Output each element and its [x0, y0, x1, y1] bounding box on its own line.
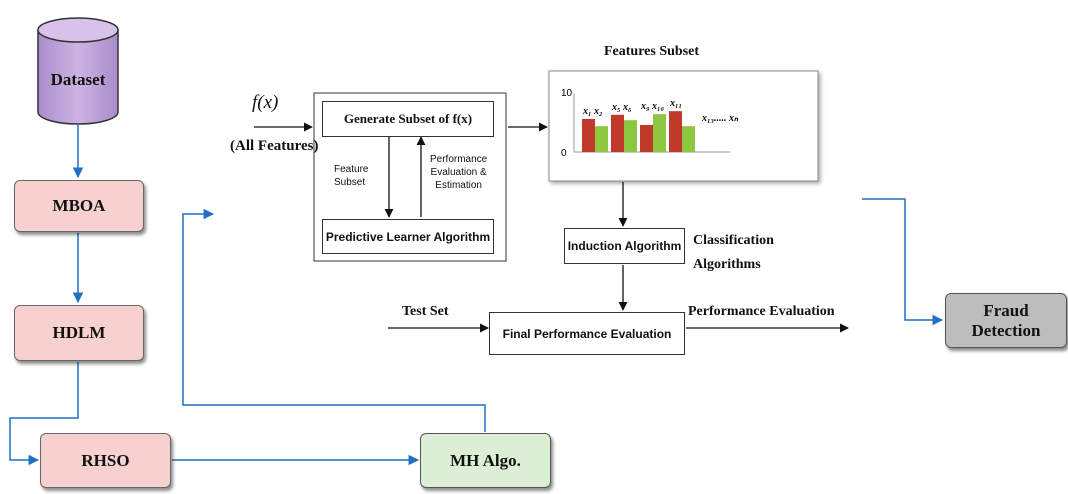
mh-algo-node: MH Algo.: [420, 433, 551, 488]
chart-bar: [582, 119, 595, 152]
chart-bar: [640, 125, 653, 152]
arrow-mh-feedback: [182, 208, 486, 432]
chart-trailing-label: x₁₃..... xₙ: [701, 113, 739, 124]
test-set-label: Test Set: [402, 304, 449, 319]
outer-process-frame: [313, 92, 507, 262]
fraud-detection-node: Fraud Detection: [945, 293, 1067, 348]
chart-bar: [682, 126, 695, 152]
induction-algorithm-box: Induction Algorithm: [564, 228, 685, 264]
chart-bars: [582, 111, 695, 152]
chart-group-label: x₁₁: [669, 98, 682, 109]
performance-estimation-label: Performance Evaluation & Estimation: [430, 154, 488, 191]
chart-labels: x₁ x₂ x₅ x₆ x₉ x₁₀ x₁₁ x₁₃..... xₙ 10 0: [561, 88, 739, 159]
chart-group-label: x₁ x₂: [582, 106, 602, 117]
features-subset-title: Features Subset: [604, 44, 700, 59]
final-performance-box: Final Performance Evaluation: [489, 312, 685, 355]
arrow-to-fraud-detection: [862, 198, 944, 326]
chart-y-tick: 0: [561, 148, 567, 159]
chart-group-label: x₉ x₁₀: [640, 101, 664, 112]
chart-bar: [611, 114, 624, 152]
chart-bar: [624, 120, 637, 152]
feature-subset-label: Feature Subset: [334, 164, 369, 188]
classification-algorithms-label: Classification Algorithms: [693, 233, 774, 272]
performance-evaluation-label: Performance Evaluation: [688, 304, 835, 319]
hdlm-node: HDLM: [14, 305, 144, 361]
dataset-label: Dataset: [50, 70, 106, 89]
dataset-cylinder: [37, 17, 119, 125]
arrow-hdlm-to-rhso: [9, 362, 79, 466]
chart-group-label: x₅ x₆: [611, 102, 632, 113]
chart-bar: [595, 126, 608, 152]
rhso-node: RHSO: [40, 433, 171, 488]
mboa-node: MBOA: [14, 180, 144, 232]
chart-bar: [653, 114, 666, 152]
predictive-learner-box: Predictive Learner Algorithm: [322, 219, 494, 254]
all-features-label: (All Features): [230, 138, 319, 154]
chart-y-tick: 10: [561, 88, 573, 99]
generate-subset-box: Generate Subset of f(x): [322, 101, 494, 137]
chart-bar: [669, 111, 682, 152]
fx-label: f(x): [252, 92, 279, 113]
